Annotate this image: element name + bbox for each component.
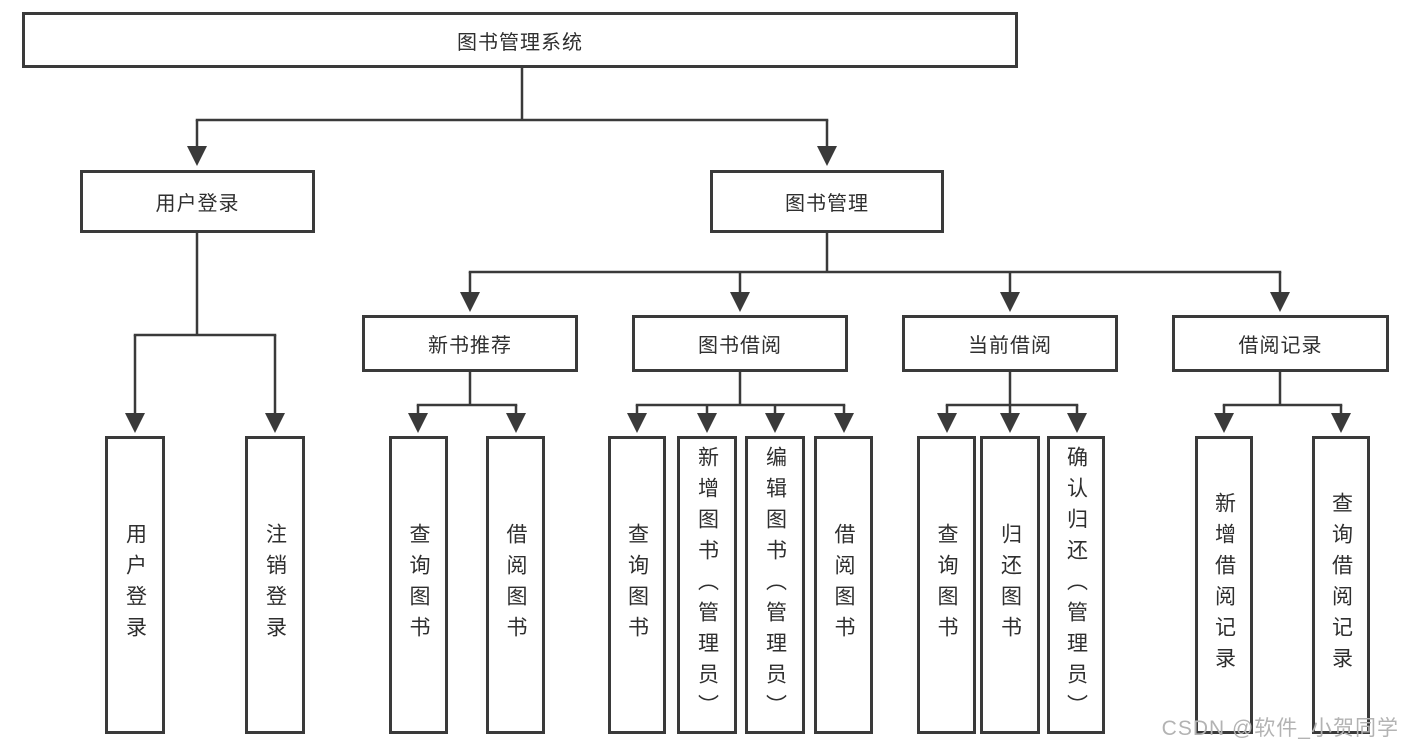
leaf-add-borrow-record: 新增借阅记录 [1195,436,1253,734]
node-label: 用户登录 [155,193,240,215]
node-label: 查询图书 [625,523,649,647]
leaf-confirm-return-admin: 确认归还（管理员） [1047,436,1105,734]
node-label: 图书管理 [785,193,869,215]
node-user-login-module: 用户登录 [80,170,315,233]
node-label: 借阅图书 [504,523,527,647]
node-book-management-module: 图书管理 [710,170,944,233]
node-label: 用户登录 [123,523,147,647]
node-new-book-recommendation: 新书推荐 [362,315,578,372]
leaf-query-books-current: 查询图书 [917,436,976,734]
node-label: 新增借阅记录 [1212,492,1236,678]
node-current-borrowing: 当前借阅 [902,315,1118,372]
leaf-query-books-recommend: 查询图书 [389,436,448,734]
connector-current-to-leaves [937,372,1087,433]
node-label: 新书推荐 [428,335,512,357]
connector-root-to-level2 [187,68,837,166]
leaf-user-login: 用户登录 [105,436,165,734]
leaf-query-books-borrowing: 查询图书 [608,436,666,734]
csdn-watermark: CSDN @软件_小贺同学 [1161,717,1399,740]
leaf-borrow-books-recommend: 借阅图书 [486,436,545,734]
connector-userlogin-to-leaves [125,233,285,433]
node-label: 新增图书（管理员） [695,445,719,725]
connector-newbook-to-leaves [408,372,526,433]
node-library-system-root: 图书管理系统 [22,12,1018,68]
node-borrowing-records: 借阅记录 [1172,315,1389,372]
node-label: 归还图书 [998,523,1022,647]
node-label: 借阅记录 [1238,335,1323,357]
leaf-return-books: 归还图书 [980,436,1040,734]
node-label: 借阅图书 [832,523,855,647]
node-label: 当前借阅 [968,335,1052,357]
node-label: 查询图书 [935,523,958,647]
node-label: 图书管理系统 [457,31,583,54]
leaf-borrow-books: 借阅图书 [814,436,873,734]
node-label: 注销登录 [263,523,287,647]
connector-borrow-to-leaves [627,372,854,433]
node-label: 查询借阅记录 [1329,492,1353,678]
node-label: 确认归还（管理员） [1064,445,1088,725]
connector-bookmgmt-to-level3 [460,233,1290,312]
node-book-borrowing: 图书借阅 [632,315,848,372]
leaf-edit-books-admin: 编辑图书（管理员） [745,436,805,734]
node-label: 图书借阅 [698,335,782,357]
node-label: 编辑图书（管理员） [763,445,787,725]
connector-records-to-leaves [1214,372,1351,433]
node-label: 查询图书 [407,523,430,647]
leaf-logout: 注销登录 [245,436,305,734]
leaf-query-borrow-record: 查询借阅记录 [1312,436,1370,734]
leaf-add-books-admin: 新增图书（管理员） [677,436,737,734]
